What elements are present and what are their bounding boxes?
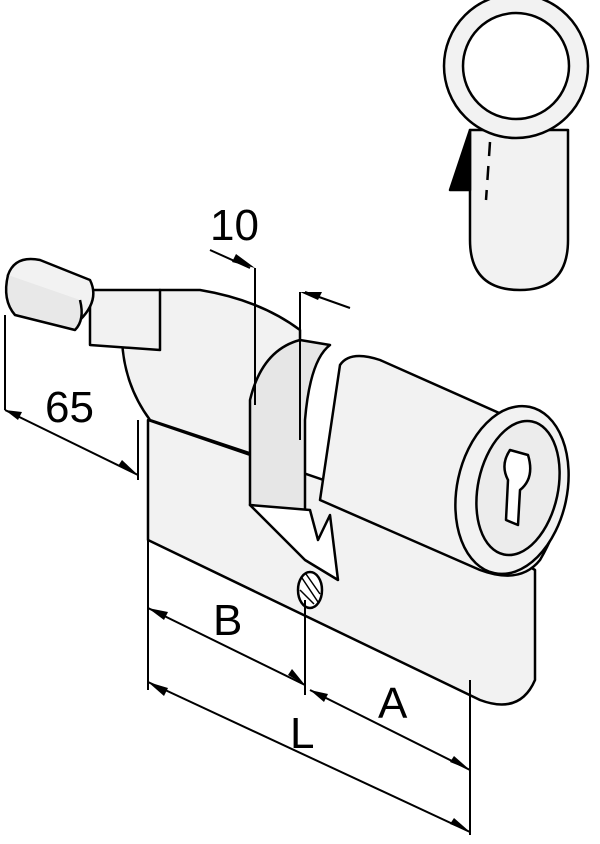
dimension-label-l: L [290, 709, 314, 758]
arrowheads [5, 254, 470, 832]
cylinder-body [120, 288, 570, 706]
dimension-label-b: B [213, 596, 242, 645]
cylinder-profile-icon [442, 0, 590, 292]
dimension-label-65: 65 [45, 383, 94, 432]
knob-shaft [4, 257, 162, 352]
dimension-lines [4, 249, 471, 835]
dimension-label-a: A [378, 679, 408, 728]
dimension-label-10: 10 [210, 201, 259, 250]
